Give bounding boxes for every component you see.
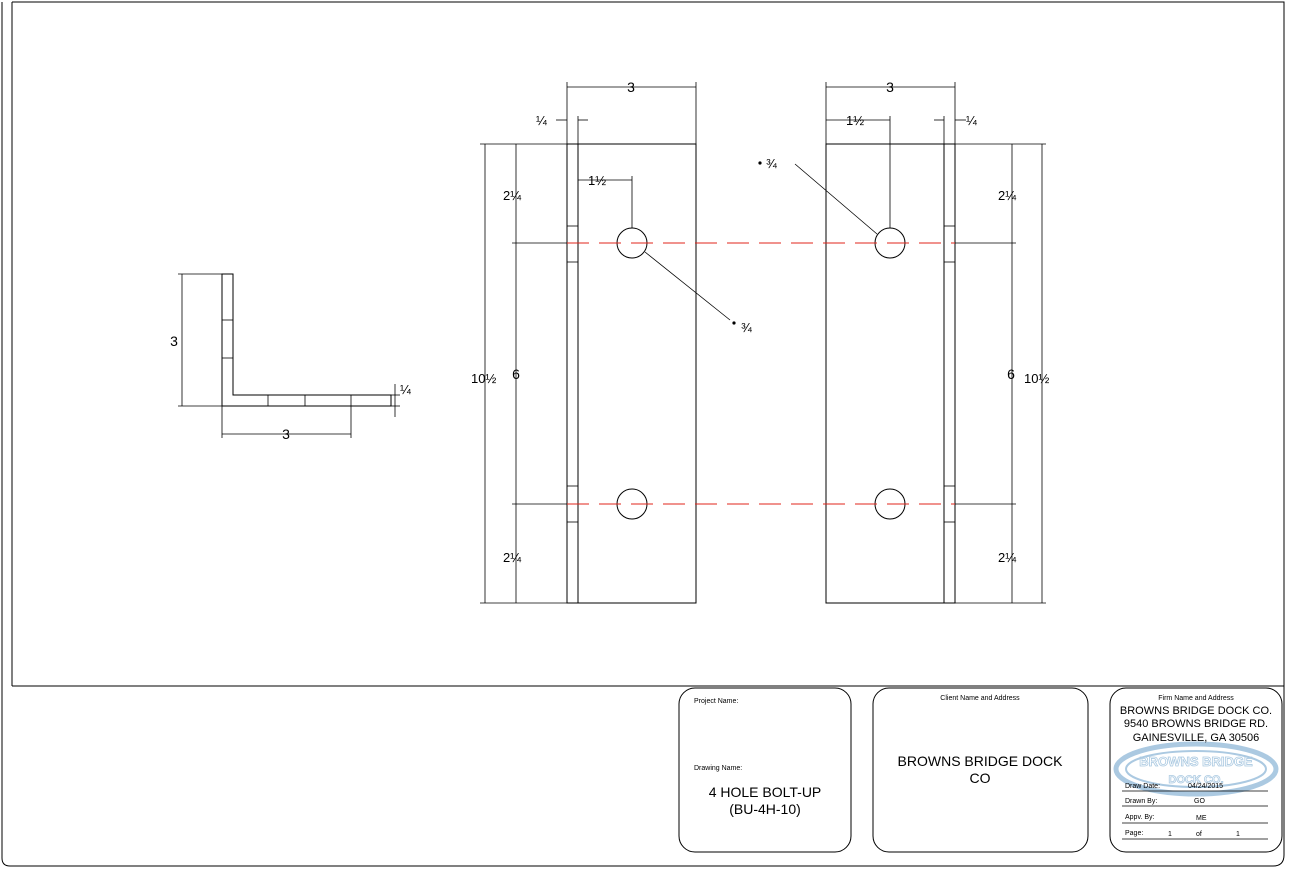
client-label: Client Name and Address [940, 695, 1020, 702]
page-num: 1 [1168, 831, 1172, 838]
drawn-by-value: GO [1194, 798, 1205, 805]
draw-date-label: Draw Date: [1125, 783, 1160, 790]
client-line1: BROWNS BRIDGE DOCK [898, 753, 1064, 769]
dim-angle-leg-height: 3 [170, 333, 178, 349]
dim-right-hole-dia: ¾ [766, 156, 777, 171]
project-label: Project Name: [694, 698, 738, 705]
dim-right-hole-offset: 1½ [846, 113, 864, 128]
dim-left-spacing: 6 [512, 366, 520, 382]
dim-left-top-width: 3 [627, 79, 635, 95]
drawn-by-label: Drawn By: [1125, 798, 1157, 805]
stamp-text-bottom: DOCK CO. [1169, 774, 1224, 786]
dim-left-hole-offset: 1½ [588, 173, 606, 188]
drawing-name-line1: 4 HOLE BOLT-UP [709, 784, 822, 800]
dim-right-spacing: 6 [1007, 366, 1015, 382]
page-of: of [1196, 831, 1202, 838]
firm-line3: GAINESVILLE, GA 30506 [1133, 732, 1260, 744]
dim-angle-thickness: ¼ [400, 382, 411, 397]
draw-date-value: 04/24/2015 [1188, 783, 1223, 790]
page-label: Page: [1125, 830, 1143, 837]
client-line2: CO [970, 770, 991, 786]
dim-left-bottom-edge: 2¼ [503, 550, 521, 565]
dim-right-top-width: 3 [886, 79, 894, 95]
project-box [678, 687, 852, 853]
client-box [872, 687, 1089, 853]
drawing-name-line2: (BU-4H-10) [729, 801, 801, 817]
firm-label: Firm Name and Address [1158, 695, 1234, 702]
drawing-name-label: Drawing Name: [694, 765, 742, 772]
sheet-border [1, 1, 1285, 867]
dim-left-overall: 10½ [471, 371, 496, 386]
company-stamp: BROWNS BRIDGE DOCK CO. [1113, 741, 1279, 797]
firm-line2: 9540 BROWNS BRIDGE RD. [1124, 718, 1268, 730]
dim-right-top-edge: 2¼ [998, 188, 1016, 203]
dim-right-bottom-edge: 2¼ [998, 550, 1016, 565]
dim-left-top-edge: 2¼ [503, 188, 521, 203]
info-table [1122, 790, 1268, 840]
page-total: 1 [1236, 831, 1240, 838]
dim-left-thickness: ¼ [536, 113, 547, 128]
appv-by-value: ME [1196, 815, 1207, 822]
dim-left-hole-dia: ¾ [741, 320, 752, 335]
dim-right-overall: 10½ [1024, 371, 1049, 386]
left-plate-view [480, 82, 736, 604]
dim-right-thickness: ¼ [966, 113, 977, 128]
angle-profile [178, 273, 400, 438]
firm-box [1109, 687, 1283, 853]
stamp-text-top: BROWNS BRIDGE [1139, 754, 1253, 769]
right-plate-view [758, 82, 1046, 604]
appv-by-label: Appv. By: [1125, 814, 1154, 821]
firm-line1: BROWNS BRIDGE DOCK CO. [1120, 705, 1272, 717]
dim-angle-leg-width: 3 [282, 426, 290, 442]
